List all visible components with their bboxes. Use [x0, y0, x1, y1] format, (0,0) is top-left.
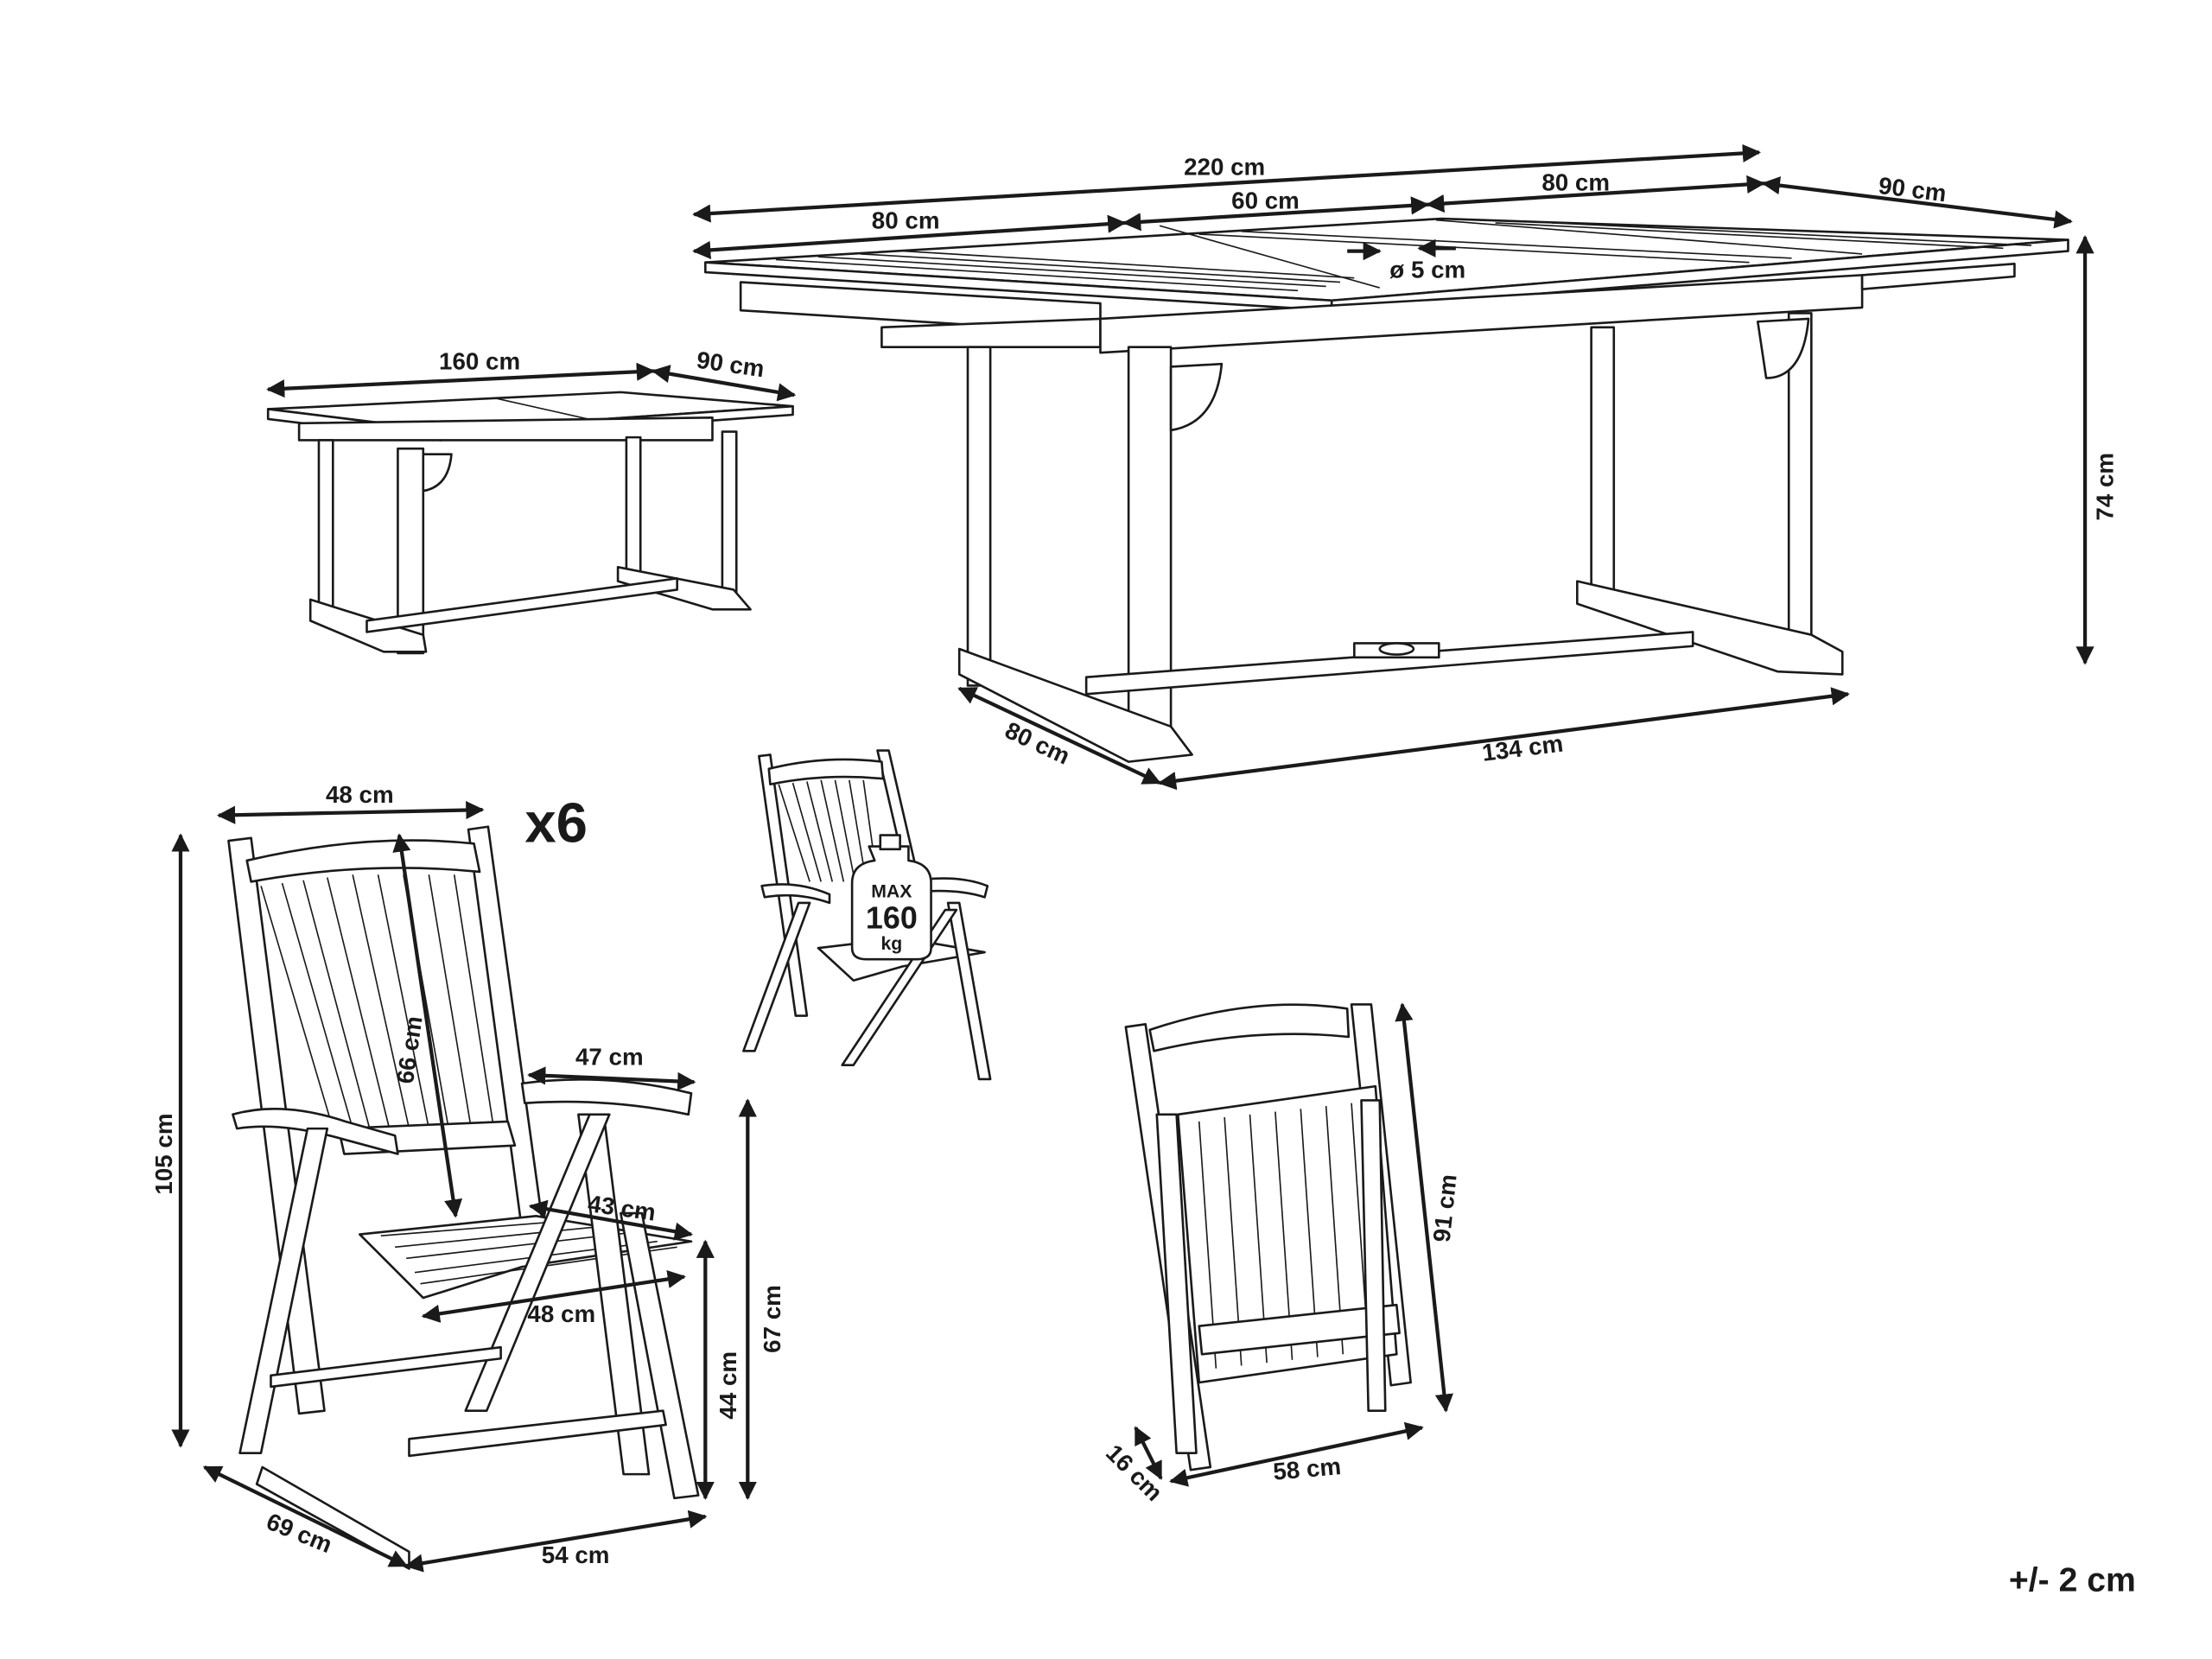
dim-220 [692, 143, 1762, 223]
dim-16 [1134, 1426, 1163, 1480]
dim-48-back [216, 800, 485, 824]
dim-90-compact [651, 365, 797, 402]
label-right-leaf: 80 cm [1541, 168, 1610, 195]
compact-table-drawing [266, 391, 794, 655]
dim-91 [1395, 1002, 1453, 1413]
label-folded-height: 91 cm [1428, 1173, 1462, 1243]
folded-chair-drawing [1124, 1003, 1412, 1471]
label-base-length: 134 cm [1481, 730, 1565, 766]
extended-table-drawing [704, 217, 2069, 763]
badge-unit: kg [880, 934, 902, 954]
label-backrest-height: 66 cm [391, 1014, 428, 1085]
dim-80-right [1426, 175, 1765, 213]
dimension-lines [171, 143, 2094, 1573]
label-table-width: 90 cm [1877, 172, 1948, 207]
dim-60 [1122, 196, 1430, 232]
label-table-height: 74 cm [2092, 453, 2119, 521]
dim-58 [1169, 1421, 1424, 1487]
label-center-leaf: 60 cm [1231, 188, 1300, 214]
label-armrest-height: 67 cm [759, 1285, 785, 1353]
label-compact-width: 90 cm [695, 346, 766, 383]
label-umbrella-hole: ø 5 cm [1389, 257, 1465, 283]
label-left-leaf: 80 cm [872, 207, 940, 233]
dim-69 [202, 1465, 409, 1568]
label-compact-length: 160 cm [439, 348, 520, 375]
label-folded-width: 58 cm [1272, 1452, 1342, 1485]
max-load-badge: MAX 160 kg [850, 834, 932, 961]
dim-90 [1761, 176, 2073, 229]
label-total-length: 220 cm [1184, 153, 1265, 180]
dimension-labels: 220 cm 80 cm 60 cm 80 cm 90 cm ø 5 cm 74… [150, 153, 2136, 1599]
label-chair-height: 105 cm [150, 1113, 177, 1194]
dim-54 [404, 1510, 708, 1573]
badge-max: MAX [871, 881, 912, 901]
label-armrest-length: 47 cm [575, 1044, 644, 1071]
tolerance-note: +/- 2 cm [2009, 1562, 2136, 1599]
dim-80-depth [957, 686, 1161, 785]
chair-quantity: x6 [524, 791, 588, 855]
dim-47 [527, 1066, 696, 1091]
label-chair-width: 54 cm [542, 1541, 610, 1568]
label-seat-height: 44 cm [715, 1351, 741, 1420]
dim-66 [392, 833, 463, 1218]
label-back-width: 48 cm [326, 781, 394, 808]
label-seat-width: 48 cm [527, 1300, 595, 1327]
dim-43 [528, 1199, 694, 1241]
dim-48-seat [421, 1269, 686, 1323]
dim-80-left [692, 214, 1127, 259]
dim-160 [266, 362, 656, 398]
badge-weight: 160 [866, 899, 918, 935]
dim-134 [1157, 687, 1850, 791]
